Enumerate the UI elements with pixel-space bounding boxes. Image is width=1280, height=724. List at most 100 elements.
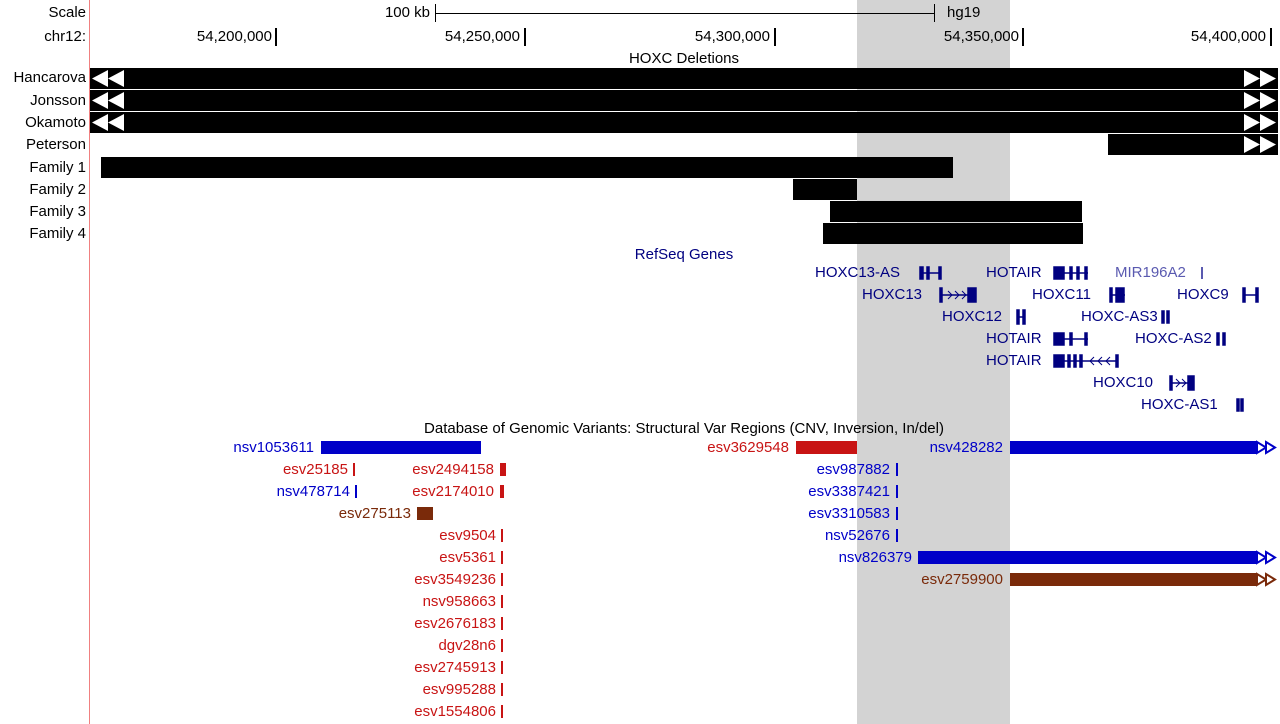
deletion-bar[interactable] [90, 68, 1278, 89]
variant-label[interactable]: esv2745913 [414, 659, 496, 676]
variant-label[interactable]: esv3310583 [808, 505, 890, 522]
deletion-row-label[interactable]: Okamoto [25, 114, 86, 131]
chrom-label: chr12: [44, 28, 86, 45]
variant-label[interactable]: nsv428282 [929, 439, 1003, 456]
gene-label[interactable]: MIR196A2 [1115, 264, 1186, 281]
gene-exon [1222, 332, 1226, 346]
gene-label[interactable]: HOXC-AS1 [1141, 396, 1218, 413]
variant-label[interactable]: esv3629548 [707, 439, 789, 456]
gene-exon [939, 287, 943, 303]
deletion-bar[interactable] [823, 223, 1083, 244]
variant-label[interactable]: esv275113 [338, 505, 411, 522]
deletion-row-label[interactable]: Peterson [25, 136, 86, 153]
variant-label[interactable]: esv2494158 [412, 461, 494, 478]
gene-label[interactable]: HOTAIR [986, 352, 1042, 369]
variant-bar [417, 507, 433, 520]
deletion-bar[interactable] [90, 90, 1278, 111]
left-arrow-icon [108, 114, 124, 131]
variant-label[interactable]: esv995288 [422, 681, 496, 698]
deletion-row-label[interactable]: Family 3 [29, 203, 86, 220]
gene-exon [1115, 354, 1119, 368]
gene-exon [1109, 287, 1113, 303]
variant-label[interactable]: esv5361 [439, 549, 496, 566]
position-label: 54,250,000 [444, 28, 520, 45]
right-arrow-icon [1260, 114, 1276, 131]
deletion-bar[interactable] [101, 157, 953, 178]
deletion-bar[interactable] [90, 112, 1278, 133]
variant-bar [796, 441, 857, 454]
strand-arrow-icon [947, 290, 967, 300]
variant-label[interactable]: nsv826379 [838, 549, 912, 566]
deletion-row-label[interactable]: Family 4 [29, 225, 86, 242]
gene-label[interactable]: HOXC13-AS [815, 264, 901, 281]
right-arrow-icon [1260, 70, 1276, 87]
variant-label[interactable]: esv1554806 [414, 703, 496, 720]
gene-exon [967, 287, 977, 303]
gene-exon [1240, 398, 1244, 412]
refseq-track-title[interactable]: RefSeq Genes [634, 246, 734, 263]
position-tick [774, 28, 776, 46]
gene-exon [926, 266, 930, 280]
deletion-row-label[interactable]: Family 1 [29, 159, 86, 176]
left-arrow-icon [92, 70, 108, 87]
gene-label[interactable]: HOXC13 [862, 286, 923, 303]
variant-label[interactable]: esv2759900 [921, 571, 1003, 588]
deletion-row-label[interactable]: Hancarova [13, 69, 86, 86]
gene-exon [1115, 287, 1125, 303]
variant-label[interactable]: esv3387421 [808, 483, 890, 500]
variant-bar [500, 463, 506, 476]
gene-exon [1073, 354, 1077, 368]
right-arrow-icon [1256, 550, 1268, 565]
variant-bar [1010, 573, 1256, 586]
gene-exon [1084, 266, 1088, 280]
gene-label[interactable]: HOTAIR [986, 264, 1042, 281]
gene-label[interactable]: HOXC9 [1177, 286, 1229, 303]
variant-bar [500, 485, 504, 498]
gene-exon [1053, 332, 1065, 346]
gene-label[interactable]: HOXC-AS3 [1081, 308, 1158, 325]
variant-label[interactable]: nsv958663 [422, 593, 496, 610]
variant-label[interactable]: esv25185 [282, 461, 348, 478]
left-arrow-icon [92, 114, 108, 131]
variant-label[interactable]: nsv1053611 [233, 439, 314, 456]
scale-bar-left-tick [435, 4, 436, 22]
position-label: 54,300,000 [694, 28, 770, 45]
dgv-track-title[interactable]: Database of Genomic Variants: Structural… [424, 420, 944, 437]
right-arrow-icon [1265, 572, 1277, 587]
gene-label[interactable]: HOTAIR [986, 330, 1042, 347]
gene-exon [1022, 309, 1026, 325]
variant-label[interactable]: esv3549236 [414, 571, 496, 588]
right-arrow-icon [1244, 136, 1260, 153]
variant-label[interactable]: nsv478714 [276, 483, 350, 500]
strand-arrow-icon [1089, 356, 1111, 366]
position-label: 54,400,000 [1190, 28, 1266, 45]
gene-label[interactable]: HOXC10 [1093, 374, 1154, 391]
gene-exon [919, 266, 924, 280]
variant-label[interactable]: esv2676183 [414, 615, 496, 632]
right-continuation-arrows [1244, 70, 1276, 153]
deletions-track-title[interactable]: HOXC Deletions [628, 50, 740, 67]
variant-label[interactable]: nsv52676 [824, 527, 890, 544]
right-arrow-icon [1244, 114, 1260, 131]
gene-label[interactable]: HOXC-AS2 [1135, 330, 1212, 347]
gene-exon [1016, 309, 1020, 325]
deletion-bar[interactable] [830, 201, 1082, 222]
gene-label[interactable]: HOXC12 [942, 308, 1003, 325]
gene-label[interactable]: HOXC11 [1032, 286, 1091, 303]
variant-bar [1010, 441, 1256, 454]
deletion-bar[interactable] [1108, 134, 1278, 155]
deletion-bar[interactable] [793, 179, 857, 200]
variant-label[interactable]: dgv28n6 [438, 637, 496, 654]
deletion-row-label[interactable]: Family 2 [29, 181, 86, 198]
variant-label[interactable]: esv2174010 [412, 483, 494, 500]
variant-label[interactable]: esv9504 [439, 527, 496, 544]
right-arrow-icon [1256, 572, 1268, 587]
gene-exon [1161, 310, 1165, 324]
deletion-row-label[interactable]: Jonsson [30, 92, 86, 109]
gene-exon [1076, 266, 1080, 280]
variant-label[interactable]: esv987882 [816, 461, 890, 478]
gene-exon [1084, 332, 1088, 346]
variant-bar [918, 551, 1256, 564]
scale-bar-right-tick [934, 4, 935, 22]
